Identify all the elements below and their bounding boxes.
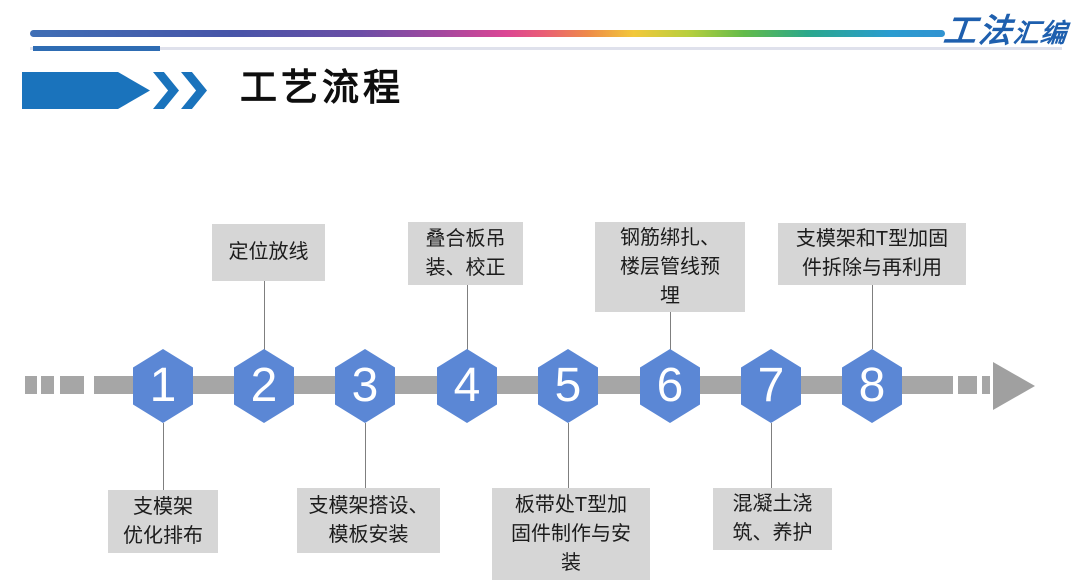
logo-text-sub: 汇编 (1011, 19, 1069, 49)
step-number: 8 (858, 359, 886, 412)
timeline-dash (958, 376, 977, 394)
step-hexagon-4: 4 (437, 349, 497, 423)
chevron-right-icon (153, 72, 179, 109)
connector-step-7 (771, 423, 772, 488)
step-hexagon-8: 8 (842, 349, 902, 423)
chevron-right-icon (181, 72, 207, 109)
step-hexagon-1: 1 (133, 349, 193, 423)
timeline-dash (982, 376, 990, 394)
rainbow-gradient-bar (30, 30, 945, 37)
step-number: 3 (351, 359, 379, 412)
step-hexagon-3: 3 (335, 349, 395, 423)
timeline-dash (60, 376, 84, 394)
step-label-7: 混凝土浇 筑、养护 (713, 488, 832, 550)
connector-step-5 (568, 423, 569, 488)
step-hexagon-2: 2 (234, 349, 294, 423)
title-arrow-shape (22, 72, 150, 109)
step-label-3: 支模架搭设、 模板安装 (297, 488, 440, 553)
step-label-2: 定位放线 (212, 224, 325, 281)
step-number: 5 (554, 359, 582, 412)
connector-step-3 (365, 423, 366, 488)
step-number: 2 (250, 359, 278, 412)
step-number: 6 (656, 359, 684, 412)
connector-step-1 (163, 423, 164, 490)
step-number: 7 (757, 359, 785, 412)
logo-text-main: 工法 (941, 11, 1016, 50)
step-number: 4 (453, 359, 481, 412)
timeline-dash (41, 376, 54, 394)
connector-step-2 (264, 281, 265, 350)
header-divider-line (30, 47, 1062, 50)
page-title: 工艺流程 (240, 67, 404, 108)
connector-step-8 (872, 285, 873, 349)
step-hexagon-5: 5 (538, 349, 598, 423)
step-hexagon-7: 7 (741, 349, 801, 423)
step-label-6: 钢筋绑扎、 楼层管线预 埋 (595, 222, 745, 312)
connector-step-6 (670, 312, 671, 350)
timeline-dash (25, 376, 37, 394)
timeline-arrowhead (993, 362, 1035, 410)
step-hexagon-6: 6 (640, 349, 700, 423)
step-label-8: 支模架和T型加固 件拆除与再利用 (778, 223, 966, 285)
header-blue-accent-line (33, 46, 160, 51)
connector-step-4 (467, 285, 468, 350)
step-label-4: 叠合板吊 装、校正 (408, 222, 523, 285)
step-label-1: 支模架 优化排布 (108, 490, 218, 553)
step-number: 1 (149, 359, 177, 412)
brand-logo: 工法汇编 (941, 4, 1070, 52)
step-label-5: 板带处T型加 固件制作与安 装 (492, 488, 650, 580)
timeline-bar (94, 376, 953, 394)
